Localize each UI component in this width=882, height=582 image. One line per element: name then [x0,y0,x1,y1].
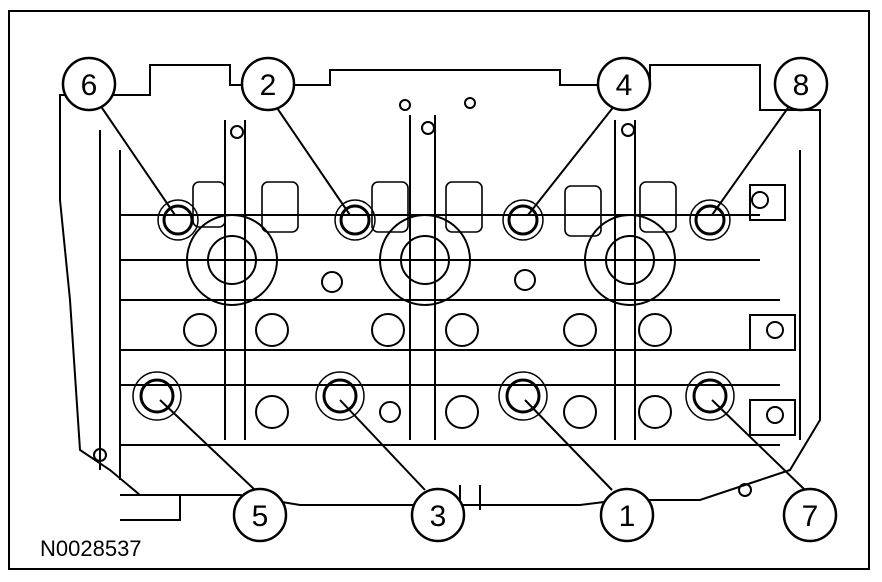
callout-6-circle [61,56,117,112]
callout-label: 1 [619,500,636,533]
callout-label: 2 [260,69,277,102]
figure-frame [8,10,870,570]
callout-label: 8 [793,69,810,102]
callout-1-circle [599,487,655,543]
callout-7-circle [782,487,838,543]
callout-label: 3 [430,500,447,533]
callout-3-circle [410,487,466,543]
callout-label: 5 [252,500,269,533]
callout-8-circle [773,56,829,112]
callout-label: 6 [81,69,98,102]
callout-4-circle [596,56,652,112]
callout-5-circle [232,487,288,543]
callout-label: 4 [616,69,633,102]
callout-label: 7 [802,500,819,533]
figure-code: N0028537 [40,536,142,561]
callout-2-circle [240,56,296,112]
